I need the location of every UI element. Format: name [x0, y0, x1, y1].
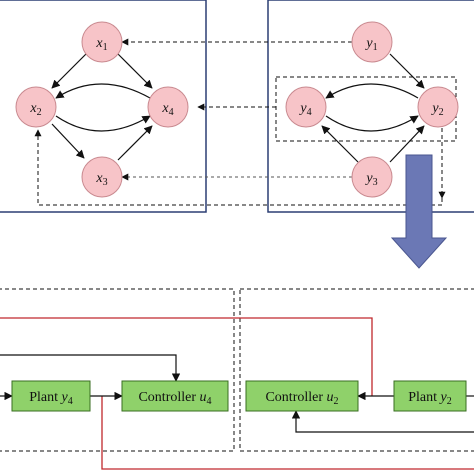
node-x3: x3 [81, 156, 123, 198]
plant-y4-block: Plant y4 [11, 380, 91, 412]
node-y2: y2 [417, 86, 459, 128]
wire-right-bottom [291, 410, 474, 433]
edge-y3-y2 [389, 125, 425, 163]
svg-text:y4: y4 [298, 101, 311, 118]
edge-x1-x4 [117, 53, 153, 89]
svg-text:Plant y2: Plant y2 [408, 390, 452, 407]
bottom-right-panel [239, 288, 474, 452]
edge-x1-x2 [51, 53, 87, 89]
node-y1: y1 [351, 21, 393, 63]
controller-u4-block: Controller u4 [121, 380, 229, 412]
node-y3: y3 [351, 156, 393, 198]
svg-text:x3: x3 [95, 171, 107, 188]
edge-x2-x4-bottom [55, 115, 151, 132]
svg-text:Plant y4: Plant y4 [29, 390, 73, 407]
right-graph-frame [267, 0, 474, 213]
node-x2: x2 [15, 86, 57, 128]
bottom-left-panel [0, 288, 235, 452]
svg-text:y2: y2 [430, 101, 443, 118]
svg-text:x2: x2 [29, 101, 41, 118]
red-signal-top [0, 317, 373, 396]
svg-text:x1: x1 [95, 36, 107, 53]
left-graph-frame [0, 0, 207, 213]
edge-x4-x2-top [55, 83, 151, 99]
plant-y2-block: Plant y2 [393, 380, 467, 412]
node-x1: x1 [81, 21, 123, 63]
svg-text:y3: y3 [364, 171, 377, 188]
wire-left-top [0, 354, 181, 382]
big-down-arrow [390, 154, 448, 269]
svg-text:Controller u2: Controller u2 [265, 390, 338, 407]
edge-y1-y2 [389, 53, 425, 89]
edge-x2-x3 [51, 123, 85, 159]
red-signal-bottom [101, 396, 474, 470]
edge-y2-y4-top [325, 83, 419, 99]
svg-text:Controller u4: Controller u4 [138, 390, 211, 407]
controller-u2-block: Controller u2 [245, 380, 359, 412]
svg-text:y1: y1 [364, 36, 377, 53]
edge-y4-y2-bottom [325, 115, 419, 132]
edge-y3-y4 [321, 125, 359, 163]
node-y4: y4 [285, 86, 327, 128]
svg-text:x4: x4 [161, 101, 173, 118]
edge-x3-x4 [117, 125, 153, 161]
node-x4: x4 [147, 86, 189, 128]
